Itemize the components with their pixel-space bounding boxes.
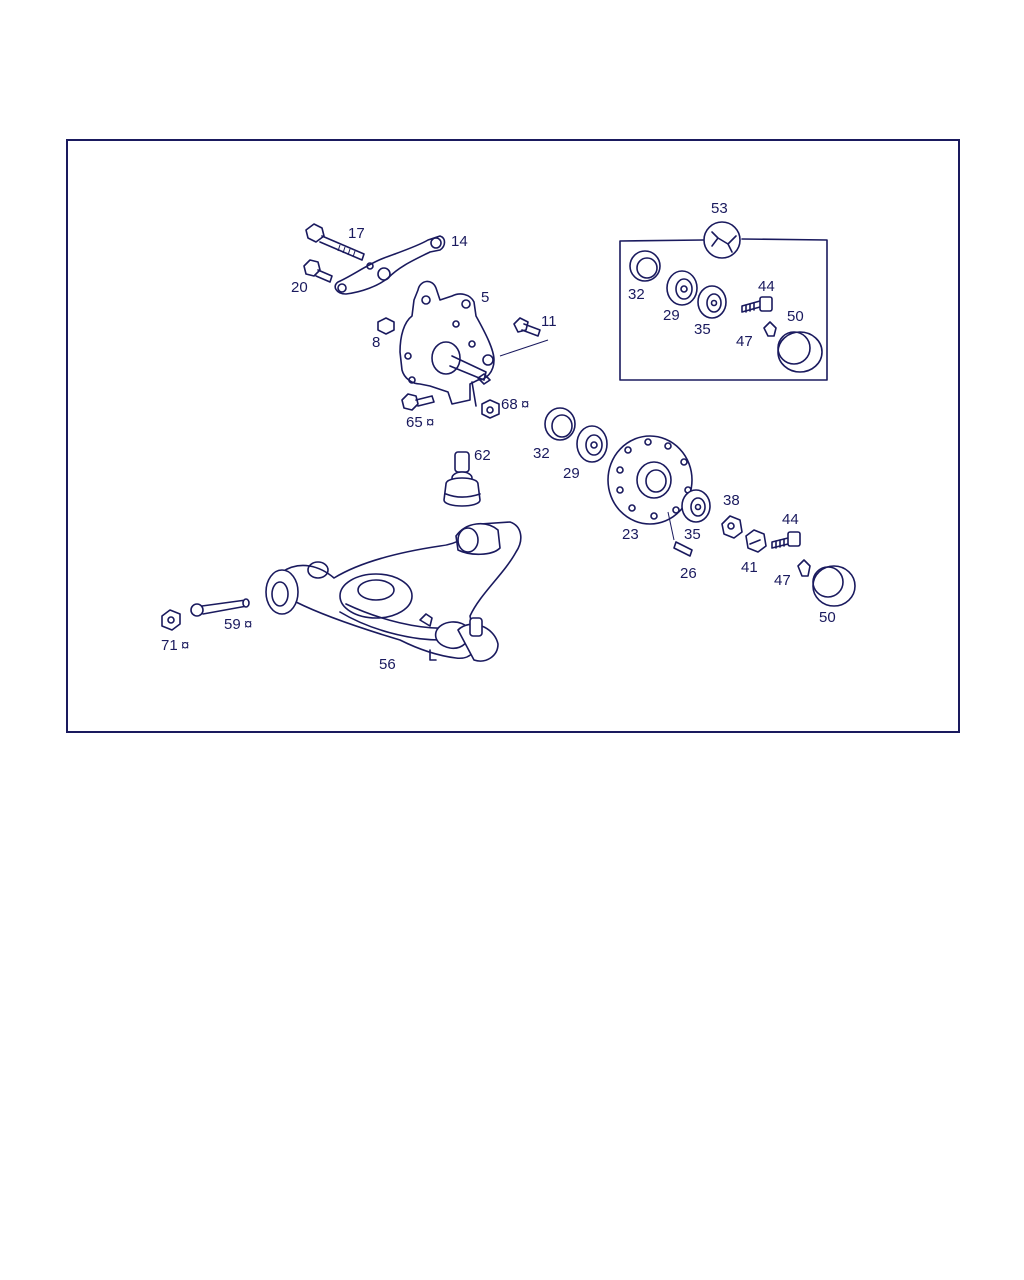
marker-71: ¤ bbox=[181, 637, 189, 654]
callout-71: 71 bbox=[161, 637, 178, 654]
clip-47 bbox=[797, 559, 811, 577]
nut-71 bbox=[161, 609, 181, 631]
bolt-59 bbox=[190, 598, 250, 617]
callout-56: 56 bbox=[379, 656, 396, 673]
marker-68: ¤ bbox=[521, 396, 529, 413]
pin-26 bbox=[667, 511, 693, 557]
callout-8: 8 bbox=[372, 334, 380, 351]
kit-screw bbox=[741, 296, 773, 313]
kit-label-32: 32 bbox=[628, 286, 645, 303]
seal-32 bbox=[544, 407, 576, 441]
bush-8 bbox=[377, 317, 395, 335]
kit-label-47: 47 bbox=[736, 333, 753, 350]
nut-41 bbox=[745, 529, 767, 553]
callout-65: 65 bbox=[406, 414, 423, 431]
kit-label-50: 50 bbox=[787, 308, 804, 325]
nut-68 bbox=[481, 399, 500, 419]
washer-38 bbox=[721, 515, 743, 539]
kit-seal bbox=[629, 250, 661, 282]
cap-50 bbox=[812, 565, 856, 607]
kit-label-29: 29 bbox=[663, 307, 680, 324]
kit-box: 53 32 29 35 44 47 bbox=[619, 200, 828, 381]
marker-59: ¤ bbox=[244, 616, 252, 633]
control-arm-56 bbox=[265, 521, 522, 662]
bolt-17 bbox=[305, 223, 365, 261]
kit-label-35: 35 bbox=[694, 321, 711, 338]
callout-32: 32 bbox=[533, 445, 550, 462]
bolt-65 bbox=[401, 393, 435, 411]
bearing-35 bbox=[681, 489, 711, 523]
callout-68: 68 bbox=[501, 396, 518, 413]
callout-44: 44 bbox=[782, 511, 799, 528]
callout-5: 5 bbox=[481, 289, 489, 306]
callout-47: 47 bbox=[774, 572, 791, 589]
callout-38: 38 bbox=[723, 492, 740, 509]
callout-35: 35 bbox=[684, 526, 701, 543]
callout-50: 50 bbox=[819, 609, 836, 626]
callout-17: 17 bbox=[348, 225, 365, 242]
wrench-icon bbox=[703, 221, 741, 259]
stud-11 bbox=[499, 317, 549, 357]
kit-clip bbox=[763, 321, 777, 337]
kit-callout-53: 53 bbox=[711, 200, 728, 217]
kit-bearing-outer bbox=[697, 285, 727, 319]
hub-23 bbox=[607, 435, 693, 525]
knuckle-5 bbox=[399, 280, 495, 407]
marker-65: ¤ bbox=[426, 414, 434, 431]
ball-joint-62 bbox=[443, 451, 481, 507]
callout-41: 41 bbox=[741, 559, 758, 576]
callout-62: 62 bbox=[474, 447, 491, 464]
screw-44 bbox=[771, 531, 801, 549]
arm-14 bbox=[334, 235, 446, 295]
callout-11: 11 bbox=[541, 313, 557, 330]
callout-29: 29 bbox=[563, 465, 580, 482]
kit-bearing-inner bbox=[666, 270, 698, 306]
screw-20 bbox=[303, 259, 333, 283]
kit-label-44: 44 bbox=[758, 278, 775, 295]
bearing-29 bbox=[576, 425, 608, 463]
callout-59: 59 bbox=[224, 616, 241, 633]
diagram-frame bbox=[66, 139, 960, 733]
callout-23: 23 bbox=[622, 526, 639, 543]
callout-20: 20 bbox=[291, 279, 308, 296]
kit-cap bbox=[777, 331, 823, 373]
callout-26: 26 bbox=[680, 565, 697, 582]
callout-14: 14 bbox=[451, 233, 468, 250]
